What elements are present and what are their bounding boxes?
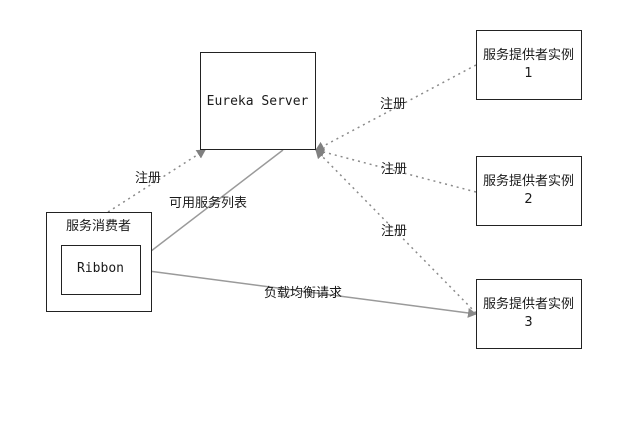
service-provider-2-label: 服务提供者实例 (482, 174, 574, 189)
service-provider-1-node: 服务提供者实例 1 (476, 30, 582, 100)
register-provider-1-label: 注册 (380, 97, 407, 112)
register-consumer-label: 注册 (135, 171, 162, 186)
available-services-arrow (141, 149, 284, 259)
service-provider-2-index: 2 (524, 192, 533, 207)
register-consumer-arrow (107, 149, 206, 213)
service-consumer-label: 服务消费者 (65, 219, 131, 234)
service-provider-3-label: 服务提供者实例 (482, 297, 574, 312)
eureka-server-label: Eureka Server (206, 94, 309, 109)
load-balanced-request-arrow (140, 269, 477, 318)
eureka-server-node: Eureka Server (200, 52, 316, 150)
load-balanced-request-label: 负载均衡请求 (264, 286, 343, 301)
register-provider-1-arrow (315, 64, 477, 151)
service-provider-1-label: 服务提供者实例 (482, 48, 574, 63)
ribbon-node: Ribbon (61, 245, 141, 295)
service-provider-3-node: 服务提供者实例 3 (476, 279, 582, 349)
register-provider-3-label: 注册 (381, 224, 408, 239)
service-provider-3-index: 3 (524, 315, 533, 330)
register-provider-2-label: 注册 (381, 162, 408, 177)
register-provider-3-arrow (315, 149, 477, 314)
service-provider-1-index: 1 (524, 66, 533, 81)
ribbon-label: Ribbon (77, 261, 124, 276)
service-provider-2-node: 服务提供者实例 2 (476, 156, 582, 226)
available-services-label: 可用服务列表 (169, 196, 248, 211)
